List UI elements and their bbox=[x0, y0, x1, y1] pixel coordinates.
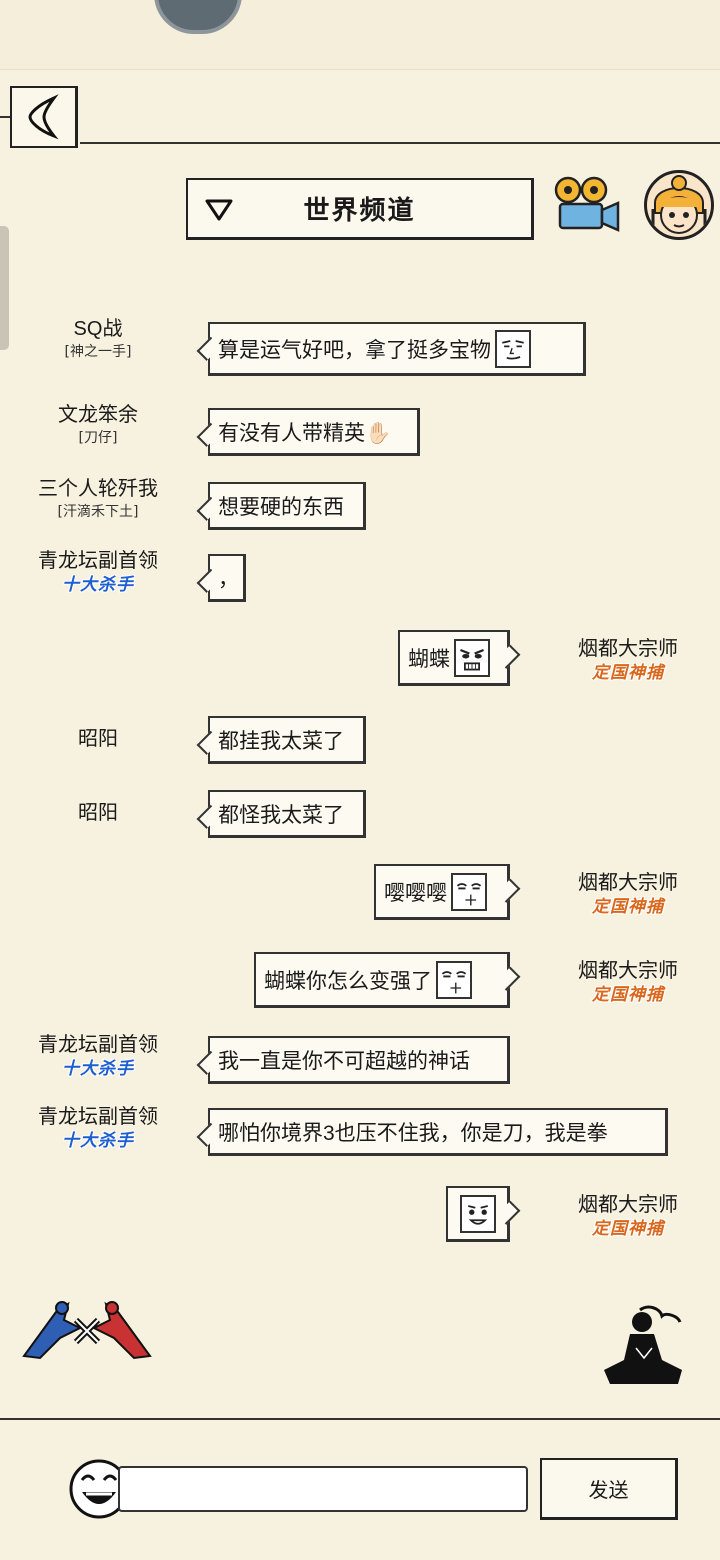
sender-name: 三个人轮歼我 bbox=[38, 478, 158, 500]
back-chevron-icon bbox=[27, 94, 59, 140]
sender-title: [汗滴禾下土] bbox=[57, 504, 139, 520]
chat-message-list[interactable]: SQ战 [神之一手] 算是运气好吧，拿了挺多宝物 文龙笨余 [刀仔] 有没有人带… bbox=[0, 0, 720, 1300]
sender-info[interactable]: 文龙笨余 [刀仔] bbox=[8, 402, 188, 448]
sender-info[interactable]: 青龙坛副首领 十大杀手 bbox=[8, 1032, 188, 1080]
message-bubble[interactable]: 蝴蝶 bbox=[398, 630, 510, 686]
message-text: 都挂我太菜了 bbox=[218, 729, 344, 753]
sender-name: 青龙坛副首领 bbox=[38, 1034, 158, 1056]
message-bubble[interactable]: ， bbox=[208, 554, 246, 602]
smiling-face-emoji bbox=[460, 1194, 496, 1233]
message-bubble[interactable]: 有没有人带精英✋🏻 bbox=[208, 408, 420, 456]
channel-selector[interactable]: 世界频道 bbox=[186, 178, 534, 240]
sender-name: 烟都大宗师 bbox=[578, 638, 678, 660]
sender-name: 青龙坛副首领 bbox=[38, 1106, 158, 1128]
sender-name: 烟都大宗师 bbox=[578, 872, 678, 894]
channel-title: 世界频道 bbox=[303, 196, 416, 226]
message-bubble[interactable]: 嘤嘤嘤 bbox=[374, 864, 510, 920]
message-text: 想要硬的东西 bbox=[218, 495, 344, 519]
sender-info[interactable]: 三个人轮歼我 [汗滴禾下土] bbox=[8, 476, 188, 522]
message-text: 我一直是你不可超越的神话 bbox=[218, 1049, 470, 1073]
sender-info[interactable]: 青龙坛副首领 十大杀手 bbox=[8, 548, 188, 596]
sender-name: SQ战 bbox=[73, 318, 123, 340]
meditating-monk-icon[interactable] bbox=[600, 1304, 688, 1392]
header-divider bbox=[80, 142, 720, 144]
sender-info[interactable]: 昭阳 bbox=[8, 726, 188, 752]
message-text: ， bbox=[218, 567, 239, 591]
message-bubble[interactable]: 算是运气好吧，拿了挺多宝物 bbox=[208, 322, 586, 376]
message-text: 有没有人带精英✋🏻 bbox=[218, 421, 392, 445]
sender-title: [神之一手] bbox=[64, 344, 132, 360]
message-text: 算是运气好吧，拿了挺多宝物 bbox=[218, 338, 491, 362]
message-text: 嘤嘤嘤 bbox=[384, 881, 447, 905]
sender-name: 烟都大宗师 bbox=[578, 960, 678, 982]
sender-badge: 定国神捕 bbox=[592, 663, 664, 683]
message-text: 蝴蝶你怎么变强了 bbox=[264, 969, 432, 993]
bottom-decoration bbox=[0, 1296, 720, 1391]
message-text: 哪怕你境界3也压不住我，你是刀，我是拳 bbox=[218, 1121, 608, 1145]
message-bubble[interactable]: 蝴蝶你怎么变强了 bbox=[254, 952, 510, 1008]
video-camera-icon[interactable] bbox=[552, 176, 622, 234]
sender-badge: 十大杀手 bbox=[62, 575, 134, 595]
sender-info[interactable]: 昭阳 bbox=[8, 800, 188, 826]
top-strip bbox=[0, 0, 720, 70]
sender-badge: 定国神捕 bbox=[592, 1219, 664, 1239]
crossed-fighters-logo-icon[interactable] bbox=[20, 1298, 154, 1364]
sender-name: 烟都大宗师 bbox=[578, 1194, 678, 1216]
crying-face-emoji bbox=[436, 960, 472, 999]
angry-face-emoji bbox=[454, 638, 490, 677]
triangle-down-icon bbox=[205, 199, 233, 221]
sender-name: 昭阳 bbox=[78, 728, 118, 750]
sender-name: 文龙笨余 bbox=[58, 404, 138, 426]
side-drawer-handle[interactable] bbox=[0, 226, 9, 350]
message-bubble[interactable]: 哪怕你境界3也压不住我，你是刀，我是拳 bbox=[208, 1108, 668, 1156]
smug-face-emoji bbox=[495, 329, 531, 368]
message-bubble[interactable]: 都怪我太菜了 bbox=[208, 790, 366, 838]
sender-badge: 定国神捕 bbox=[592, 985, 664, 1005]
footer-divider bbox=[0, 1418, 720, 1420]
crying-face-emoji bbox=[451, 872, 487, 911]
sender-badge: 十大杀手 bbox=[62, 1131, 134, 1151]
message-text: 都怪我太菜了 bbox=[218, 803, 344, 827]
message-bubble[interactable] bbox=[446, 1186, 510, 1242]
sender-info[interactable]: SQ战 [神之一手] bbox=[8, 316, 188, 362]
header-divider-left bbox=[0, 116, 10, 118]
send-button[interactable]: 发送 bbox=[540, 1458, 678, 1520]
message-bubble[interactable]: 都挂我太菜了 bbox=[208, 716, 366, 764]
sender-badge: 定国神捕 bbox=[592, 897, 664, 917]
sender-title: [刀仔] bbox=[78, 430, 118, 446]
sender-info[interactable]: 烟都大宗师 定国神捕 bbox=[538, 1192, 718, 1240]
sender-info[interactable]: 烟都大宗师 定国神捕 bbox=[538, 958, 718, 1006]
user-avatar-icon[interactable] bbox=[644, 170, 714, 240]
back-button[interactable] bbox=[10, 86, 78, 148]
message-bubble[interactable]: 想要硬的东西 bbox=[208, 482, 366, 530]
sender-name: 青龙坛副首领 bbox=[38, 550, 158, 572]
sender-info[interactable]: 烟都大宗师 定国神捕 bbox=[538, 870, 718, 918]
message-bubble[interactable]: 我一直是你不可超越的神话 bbox=[208, 1036, 510, 1084]
sender-info[interactable]: 青龙坛副首领 十大杀手 bbox=[8, 1104, 188, 1152]
sender-badge: 十大杀手 bbox=[62, 1059, 134, 1079]
sender-info[interactable]: 烟都大宗师 定国神捕 bbox=[538, 636, 718, 684]
message-text: 蝴蝶 bbox=[408, 647, 450, 671]
sender-name: 昭阳 bbox=[78, 802, 118, 824]
chat-input[interactable] bbox=[118, 1466, 528, 1512]
